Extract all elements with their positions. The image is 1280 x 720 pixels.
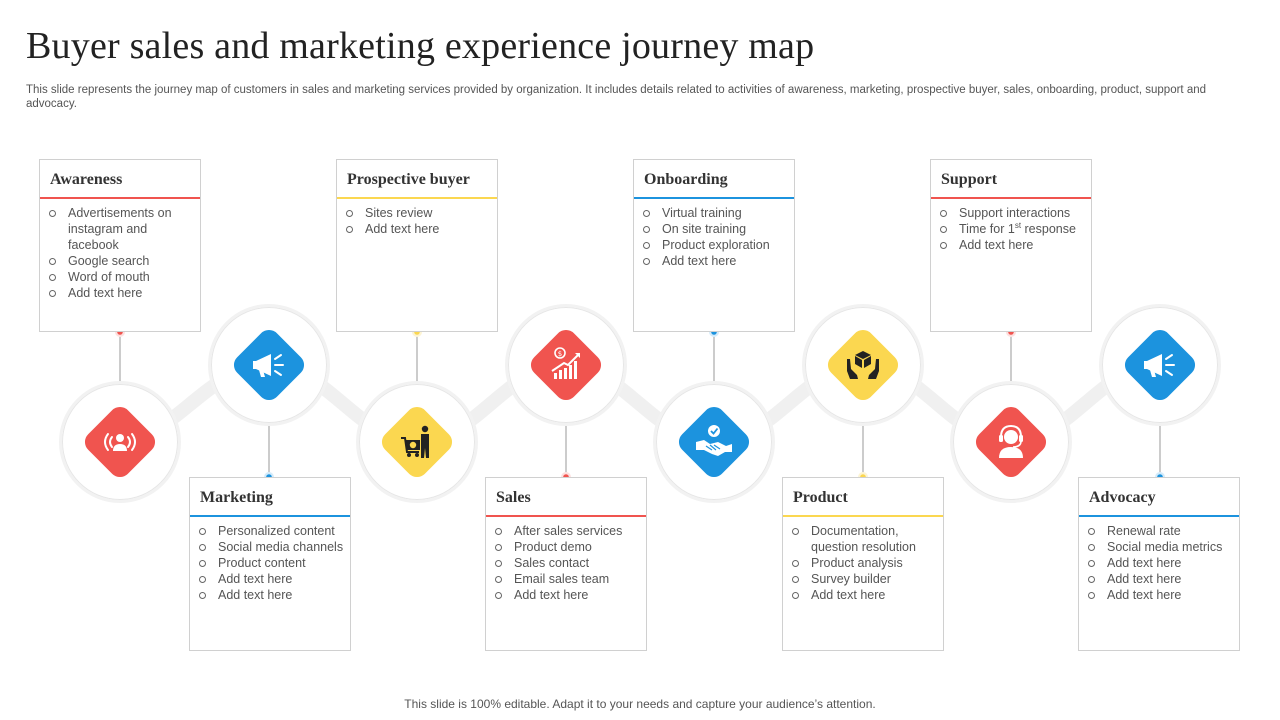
list-item: Add text here	[1088, 555, 1233, 571]
card-list-support: Support interactions Time for 1st respon…	[931, 205, 1091, 253]
page-subtitle: This slide represents the journey map of…	[26, 84, 1207, 110]
list-item: Time for 1st response	[940, 220, 1085, 237]
list-item: Add text here	[346, 221, 491, 237]
footer-note: This slide is 100% editable. Adapt it to…	[404, 697, 876, 711]
page-title: Buyer sales and marketing experience jou…	[26, 25, 815, 67]
card-onboarding: Onboarding Virtual training On site trai…	[633, 159, 795, 332]
card-support: Support Support interactions Time for 1s…	[930, 159, 1092, 332]
list-item: Add text here	[49, 285, 194, 301]
stage-circle-onboarding	[653, 381, 775, 503]
list-item: Social media channels	[199, 540, 344, 554]
card-title-prospective-buyer: Prospective buyer	[337, 160, 497, 199]
card-list-awareness: Advertisements on instagram and facebook…	[40, 205, 200, 301]
list-item: Product content	[199, 555, 344, 571]
list-item: Add text here	[940, 237, 1085, 253]
list-item: Email sales team	[495, 571, 640, 587]
list-item: Add text here	[495, 587, 640, 603]
list-item: Add text here	[643, 253, 788, 269]
handshake-icon	[692, 420, 736, 464]
card-title-support: Support	[931, 160, 1091, 199]
list-item: Product analysis	[792, 555, 937, 571]
card-title-product: Product	[783, 478, 943, 517]
shopper-cart-icon	[395, 420, 439, 464]
list-item: Support interactions	[940, 205, 1085, 221]
megaphone-icon	[1138, 343, 1182, 387]
list-item: Social media metrics	[1088, 539, 1233, 555]
list-item: On site training	[643, 221, 788, 237]
card-list-onboarding: Virtual training On site training Produc…	[634, 205, 794, 269]
hands-box-icon	[841, 343, 885, 387]
card-prospective-buyer: Prospective buyer Sites review Add text …	[336, 159, 498, 332]
card-list-marketing: Personalized content Social media channe…	[190, 523, 350, 603]
svg-text:$: $	[558, 350, 562, 358]
list-item: Sites review	[346, 205, 491, 221]
stage-circle-support	[950, 381, 1072, 503]
card-title-advocacy: Advocacy	[1079, 478, 1239, 517]
card-list-sales: After sales services Product demo Sales …	[486, 523, 646, 603]
megaphone-icon	[247, 343, 291, 387]
list-item: Renewal rate	[1088, 523, 1233, 539]
card-awareness: Awareness Advertisements on instagram an…	[39, 159, 201, 332]
stage-circle-awareness	[59, 381, 181, 503]
list-item: Advertisements on instagram and facebook	[49, 205, 194, 253]
ordinal-suffix: st	[1014, 220, 1022, 230]
list-item: Personalized content	[199, 523, 344, 539]
stage-circle-product	[802, 304, 924, 426]
headset-agent-icon	[989, 420, 1033, 464]
card-product: Product Documentation, question resoluti…	[782, 477, 944, 651]
card-advocacy: Advocacy Renewal rate Social media metri…	[1078, 477, 1240, 651]
card-title-marketing: Marketing	[190, 478, 350, 517]
card-marketing: Marketing Personalized content Social me…	[189, 477, 351, 651]
list-item: Add text here	[1088, 587, 1233, 603]
card-sales: Sales After sales services Product demo …	[485, 477, 647, 651]
card-title-onboarding: Onboarding	[634, 160, 794, 199]
list-item: After sales services	[495, 523, 640, 539]
list-item: Product exploration	[643, 237, 788, 253]
list-item: Survey builder	[792, 571, 937, 587]
list-item: Documentation, question resolution	[792, 523, 937, 555]
card-title-awareness: Awareness	[40, 160, 200, 199]
list-item: Add text here	[199, 587, 344, 603]
list-item: Google search	[49, 253, 194, 269]
list-item: Sales contact	[495, 555, 640, 571]
card-list-prospective-buyer: Sites review Add text here	[337, 205, 497, 237]
stage-circle-sales: $	[505, 304, 627, 426]
stage-circle-advocacy	[1099, 304, 1221, 426]
card-title-sales: Sales	[486, 478, 646, 517]
list-item: Add text here	[199, 571, 344, 587]
broadcast-person-icon	[98, 420, 142, 464]
stage-circle-prospective-buyer	[356, 381, 478, 503]
sales-growth-icon: $	[544, 343, 588, 387]
card-list-product: Documentation, question resolution Produ…	[783, 523, 943, 603]
list-item: Word of mouth	[49, 269, 194, 285]
list-item: Add text here	[792, 587, 937, 603]
stage-circle-marketing	[208, 304, 330, 426]
list-item: Add text here	[1088, 571, 1233, 587]
card-list-advocacy: Renewal rate Social media metrics Add te…	[1079, 523, 1239, 603]
list-item: Virtual training	[643, 205, 788, 221]
list-item: Product demo	[495, 539, 640, 555]
